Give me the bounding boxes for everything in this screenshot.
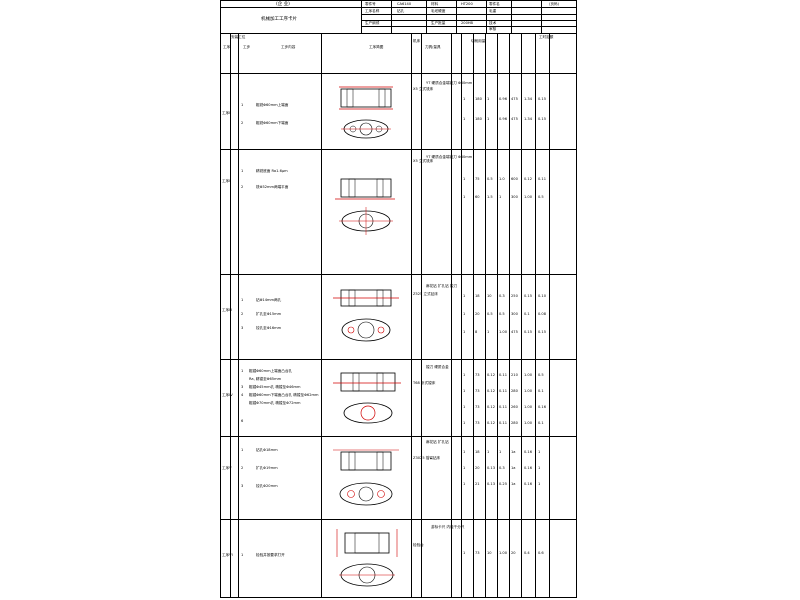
section-op4: 工序IV 1 粗镗Φ60mm上端面凸台孔 Ra, 精镗至Φ65mm 3 粗镗Φ4… — [221, 359, 576, 436]
op4-step1-no: 1 — [241, 369, 244, 373]
op6-step1-text: 检验并按要求打开 — [256, 553, 285, 557]
op3-sketch — [333, 289, 399, 342]
op2-step2-no: 2 — [241, 185, 244, 189]
op3-equipment: Z525 立式钻床 — [413, 292, 438, 296]
col-step: 工步 — [243, 45, 251, 49]
op2-step2-text: 铣Φ32mm两端平面 — [256, 185, 289, 189]
op3-step1-no: 1 — [241, 298, 244, 302]
label-batch: 生产批量 — [431, 21, 446, 25]
col-time: 工时定额 — [539, 35, 554, 39]
value-part-no: CA6140 — [397, 2, 412, 6]
col-content: 工步内容 — [281, 45, 296, 49]
card-header: (企 业) 机械加工工序卡片 零件号 CA6140 材料 HT200 零件名 (… — [221, 1, 576, 33]
col-params: 切削用量 — [471, 39, 486, 43]
op4-equipment: T68 卧式镗床 — [413, 381, 436, 385]
op4-step3-text: 粗镗Φ45mm孔 精镗至Φ46mm — [249, 385, 301, 389]
op4-step2-text: Ra, 精镗至Φ65mm — [249, 377, 282, 381]
op1-step2-text: 粗铣Φ60mm下端面 — [256, 121, 289, 125]
op4-step3-no: 3 — [241, 385, 244, 389]
doc-type: (企 业) — [276, 2, 290, 7]
op2-label: 工序II — [222, 179, 232, 183]
op4-step5-text: 粗镗Φ70mm孔 精镗至Φ72mm — [249, 401, 301, 405]
op3-step2-text: 扩孔至Φ15mm — [256, 312, 282, 316]
process-card-sheet: (企 业) 机械加工工序卡片 零件号 CA6140 材料 HT200 零件名 (… — [220, 0, 577, 598]
op4-label: 工序IV — [222, 393, 233, 397]
op3-step1-text: 钻Φ14mm两孔 — [256, 298, 282, 302]
op3-step2-no: 2 — [241, 312, 244, 316]
op5-step3-no: 3 — [241, 484, 244, 488]
label-check: 审核 — [489, 27, 497, 31]
op4-step1-text: 粗镗Φ60mm上端面凸台孔 — [249, 369, 293, 373]
card-title: 机械加工工序卡片 — [261, 17, 297, 22]
op2-tool: YT 硬质合金端铣刀 Φ80mm — [426, 155, 473, 159]
value-process-name: 钻孔 — [397, 9, 405, 13]
op1-step1-text: 粗铣Φ60mm上端面 — [256, 103, 289, 107]
op5-step2-text: 扩孔Φ19mm — [256, 466, 278, 470]
op5-tool: 麻花钻 扩孔钻 — [426, 440, 449, 444]
section-op2: 工序II 1 精铣底面 Ra1.6μm 2 铣Φ32mm两端平面 X5 立式铣床… — [221, 149, 576, 274]
op6-equipment: 检验台 — [413, 543, 424, 547]
op5-step3-text: 铰孔Φ20mm — [256, 484, 278, 488]
value-hardness: 200HB — [461, 21, 474, 25]
section-op6: 工序VI 1 检验并按要求打开 检验台 游标卡尺 内径千分尺 1 73 10 1… — [221, 519, 576, 598]
section-op5: 工序V 1 钻孔Φ18mm 2 扩孔Φ19mm 3 铰孔Φ20mm Z3025 … — [221, 436, 576, 519]
label-part-name: 零件名 — [489, 2, 500, 6]
label-tech: 技术 — [489, 21, 497, 25]
op2-sketch — [335, 178, 395, 235]
label-hardness: 毛坯硬度 — [431, 9, 446, 13]
op2-step1-text: 精铣底面 Ra1.6μm — [256, 169, 288, 173]
op1-sketch — [339, 86, 393, 139]
label-production: 生产纲领 — [365, 21, 380, 25]
op1-tool: YT 硬质合金端铣刀 Φ80mm — [426, 81, 473, 85]
section-op3: 工序III 1 钻Φ14mm两孔 2 扩孔至Φ15mm 3 铰孔至Φ16mm Z… — [221, 274, 576, 359]
op4-step4-text: 粗镗Φ60mm下端面凸台孔 精镗至Φ62mm — [249, 393, 319, 397]
op5-step1-no: 1 — [241, 448, 244, 452]
op4-step4-no: 4 — [241, 393, 244, 397]
op1-label: 工序I — [222, 111, 231, 115]
op3-label: 工序III — [222, 308, 233, 312]
op1-step1-no: 1 — [241, 103, 244, 107]
label-page: (页码) — [549, 2, 559, 6]
op1-step2-no: 2 — [241, 121, 244, 125]
op3-step3-text: 铰孔至Φ16mm — [256, 326, 282, 330]
op6-step1-no: 1 — [241, 553, 244, 557]
col-tool: 刀具/量具 — [425, 45, 441, 49]
label-process-name: 工序名称 — [365, 9, 380, 13]
op5-sketch — [333, 449, 399, 506]
op6-sketch — [336, 529, 398, 587]
op2-equipment: X5 立式铣床 — [413, 159, 434, 163]
col-sketch: 工序简图 — [369, 45, 384, 49]
op6-tool: 游标卡尺 内径千分尺 — [431, 525, 465, 529]
op5-label: 工序V — [222, 466, 232, 470]
op2-step1-no: 1 — [241, 169, 244, 173]
op5-step2-no: 2 — [241, 466, 244, 470]
op6-label: 工序VI — [222, 553, 233, 557]
op5-equipment: Z3025 摇臂钻床 — [413, 456, 441, 460]
value-material: HT200 — [461, 2, 473, 6]
op4-sketch — [333, 372, 401, 424]
col-process: 工序 — [223, 45, 231, 49]
section-op1: 工序I 1 粗铣Φ60mm上端面 2 粗铣Φ60mm下端面 X5 立式铣床 YT… — [221, 73, 576, 149]
op4-step6-no: 6 — [241, 419, 244, 423]
label-material: 材料 — [431, 2, 439, 6]
label-weight: 毛重 — [489, 9, 497, 13]
label-part-no: 零件号 — [365, 2, 376, 6]
op5-step1-text: 钻孔Φ18mm — [256, 448, 278, 452]
op3-step3-no: 3 — [241, 326, 244, 330]
op3-tool: 麻花钻 扩孔钻 铰刀 — [426, 284, 458, 288]
op1-equipment: X5 立式铣床 — [413, 87, 434, 91]
op4-tool: 镗刀 硬质合金 — [426, 365, 449, 369]
col-equipment: 机床 — [413, 39, 421, 43]
